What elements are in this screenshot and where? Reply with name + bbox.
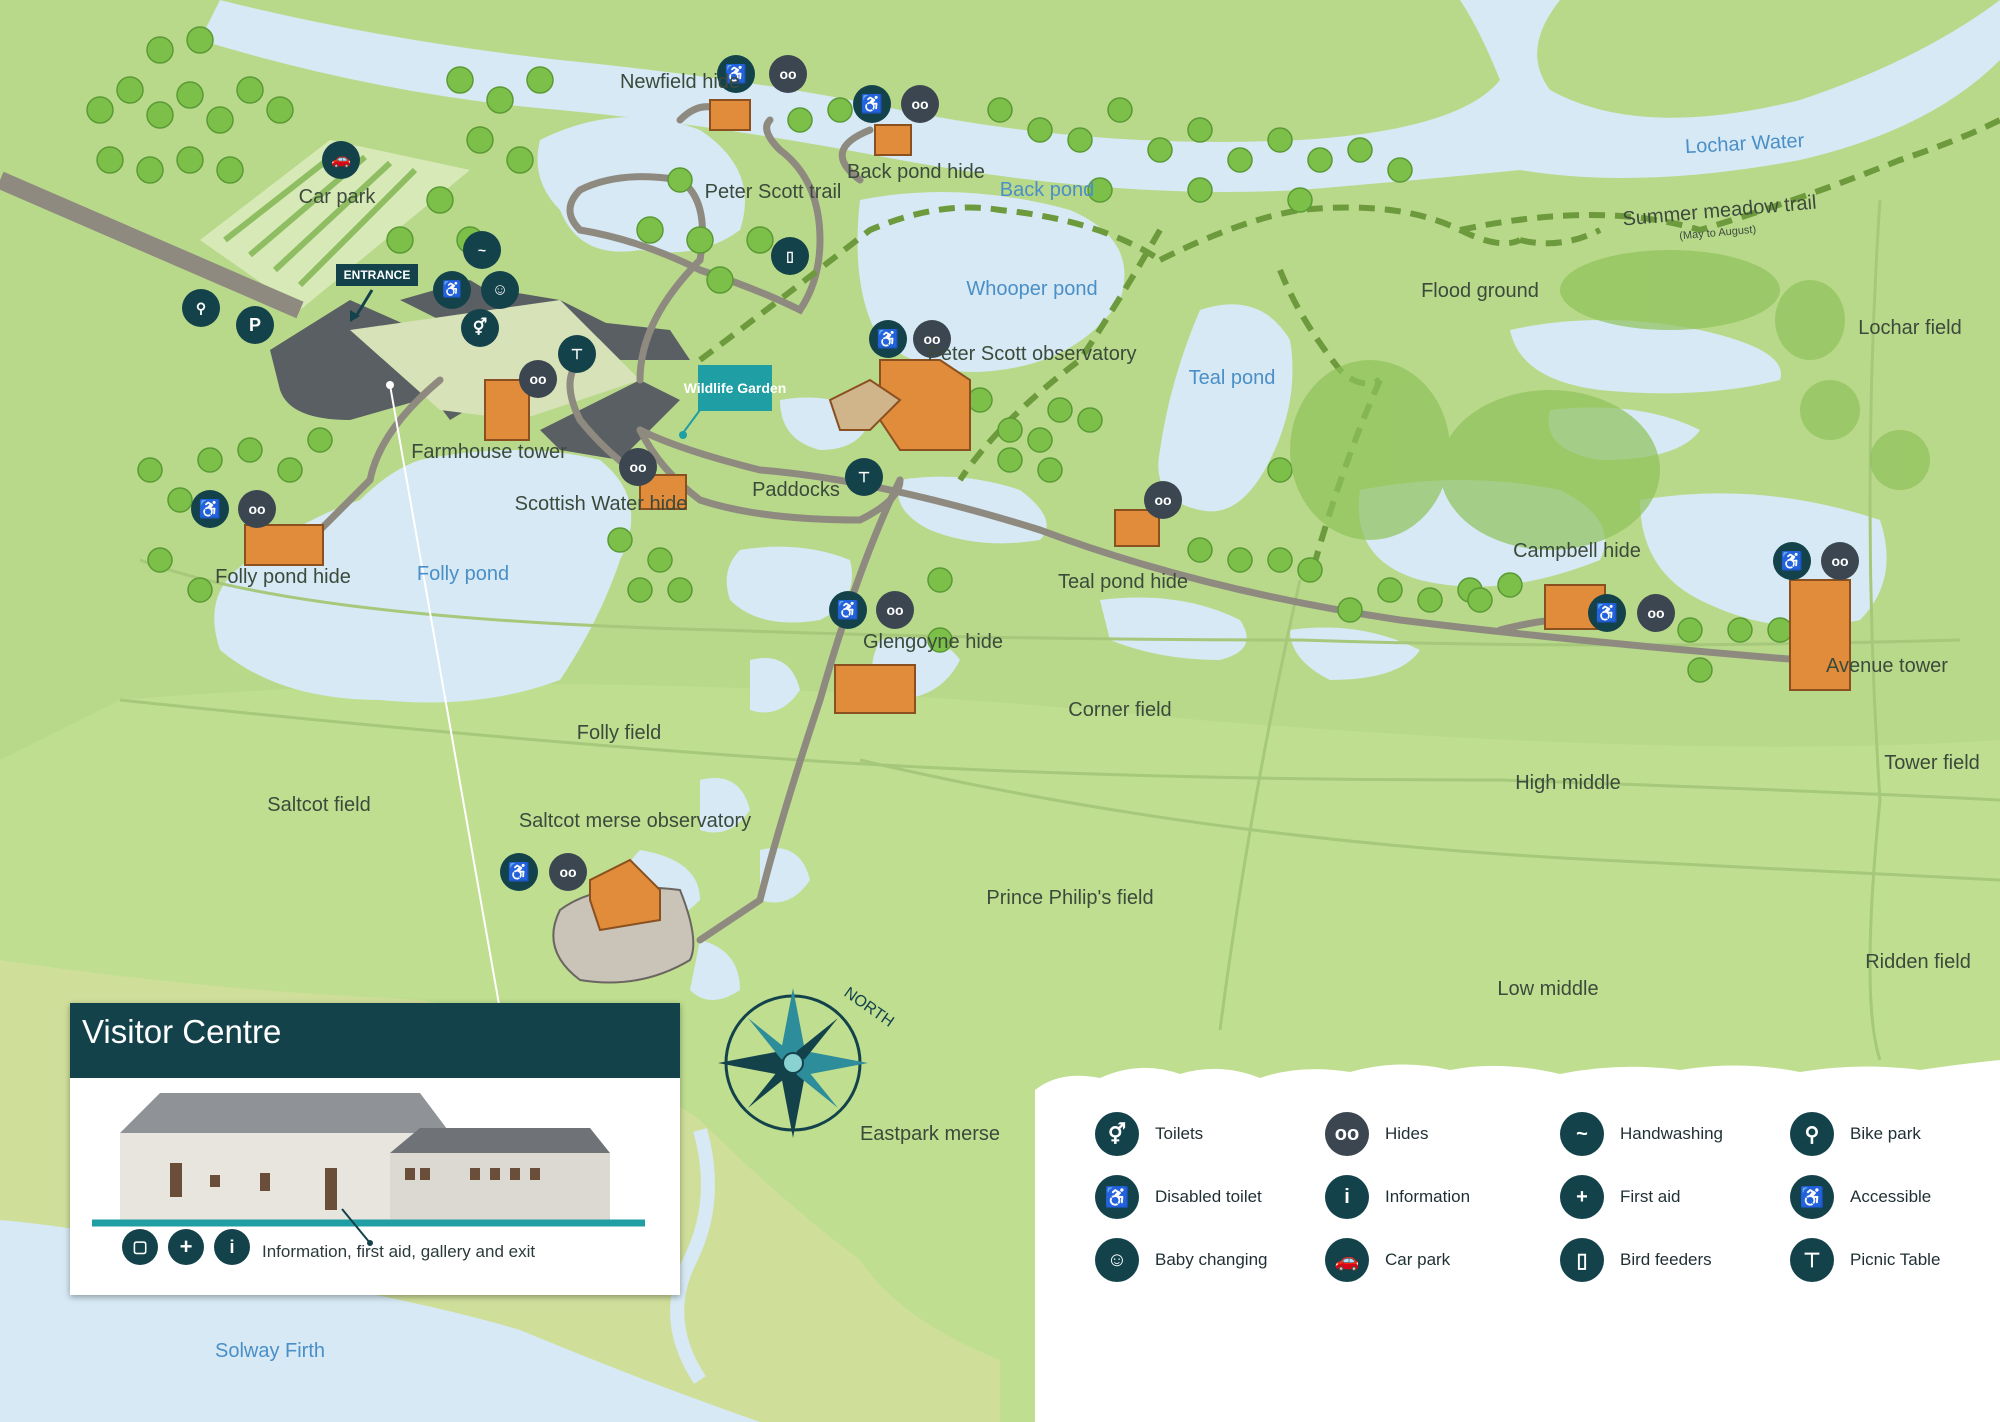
toilets-icon: ⚥ [1095, 1112, 1139, 1156]
visitor-centre-header: Visitor Centre [70, 1003, 680, 1078]
legend-information: i Information [1325, 1173, 1470, 1221]
svg-text:oo: oo [923, 331, 940, 347]
svg-text:oo: oo [248, 501, 265, 517]
svg-text:♿: ♿ [1596, 602, 1618, 623]
svg-text:oo: oo [779, 66, 796, 82]
svg-text:oo: oo [1154, 492, 1171, 508]
tower-field-label: Tower field [1884, 752, 1980, 774]
campbell-hide-label: Campbell hide [1513, 540, 1641, 562]
avenue-tower-label: Avenue tower [1826, 655, 1948, 677]
visitor-centre-icons: ▢ + i [122, 1229, 250, 1265]
back-pond-label: Back pond [1000, 179, 1095, 201]
folly-pond-hide-label: Folly pond hide [215, 566, 351, 588]
paddocks-label: Paddocks [752, 479, 840, 501]
farmhouse-tower-label: Farmhouse tower [411, 441, 567, 463]
svg-text:♿: ♿ [877, 328, 899, 349]
first-aid-icon: + [168, 1229, 204, 1265]
svg-text:♿: ♿ [725, 63, 747, 84]
handwashing-icon: ~ [1560, 1112, 1604, 1156]
svg-text:oo: oo [911, 96, 928, 112]
svg-text:oo: oo [559, 864, 576, 880]
baby-changing-icon: ☺ [1095, 1238, 1139, 1282]
newfield-hide-label: Newfield hide [620, 71, 740, 93]
saltcot-merse-observatory-label: Saltcot merse observatory [519, 810, 751, 832]
teal-pond-hide-label: Teal pond hide [1058, 571, 1188, 593]
car-park-label: Car park [299, 186, 377, 208]
legend-bird-feeders: ▯ Bird feeders [1560, 1236, 1712, 1284]
svg-text:♿: ♿ [442, 280, 462, 299]
corner-field-label: Corner field [1068, 699, 1171, 721]
ridden-field-label: Ridden field [1865, 951, 1971, 973]
visitor-centre-panel: Visitor Centre ▢ + i Information, first … [70, 1003, 680, 1295]
whooper-pond-label: Whooper pond [966, 278, 1097, 300]
bird-feeder-icon: ▯ [1560, 1238, 1604, 1282]
binoculars-icon: oo [1325, 1112, 1369, 1156]
bicycle-icon: ⚲ [1790, 1112, 1834, 1156]
svg-text:♿: ♿ [199, 498, 221, 519]
svg-text:⊤: ⊤ [571, 346, 583, 362]
svg-text:⚲: ⚲ [196, 300, 206, 316]
compass-rose [718, 988, 868, 1138]
eastpark-merse-label: Eastpark merse [860, 1123, 1000, 1145]
visitor-centre-note: Information, first aid, gallery and exit [262, 1242, 536, 1261]
svg-text:⚥: ⚥ [473, 318, 487, 337]
peter-scott-observatory-label: Peter Scott observatory [928, 343, 1137, 365]
visitor-centre-title: Visitor Centre [82, 1013, 282, 1050]
legend-car-park: 🚗 Car park [1325, 1236, 1450, 1284]
glengoyne-hide-label: Glengoyne hide [863, 631, 1003, 653]
svg-text:☺: ☺ [492, 282, 508, 299]
svg-text:▯: ▯ [786, 248, 794, 264]
high-middle-label: High middle [1515, 772, 1621, 794]
svg-text:~: ~ [478, 242, 486, 258]
disabled-toilet-icon: ♿ [1095, 1175, 1139, 1219]
svg-text:♿: ♿ [837, 599, 859, 620]
information-icon: i [214, 1229, 250, 1265]
wheelchair-icon: ♿ [1790, 1175, 1834, 1219]
svg-text:🚗: 🚗 [331, 152, 351, 169]
svg-text:P: P [249, 315, 261, 335]
svg-text:⊤: ⊤ [858, 469, 870, 485]
wildlife-garden-label: Wildlife Garden [684, 380, 787, 396]
legend-toilets: ⚥ Toilets [1095, 1110, 1203, 1158]
folly-pond-label: Folly pond [417, 563, 509, 585]
prince-philips-field-label: Prince Philip's field [986, 887, 1153, 909]
svg-text:oo: oo [529, 371, 546, 387]
entrance-label: ENTRANCE [344, 268, 411, 282]
svg-text:oo: oo [1831, 553, 1848, 569]
map-icons: ♿ oo ♿ oo 🚗 ~ ♿ ☺ ⚥ ⚲ P ⊤ oo ▯ ♿ oo oo ⊤… [182, 55, 1859, 891]
svg-text:oo: oo [886, 602, 903, 618]
low-middle-label: Low middle [1497, 978, 1598, 1000]
place-labels: Newfield hide Car park Peter Scott trail… [215, 71, 1980, 1362]
visitor-centre-illustration [92, 1093, 645, 1246]
legend-bike-park: ⚲ Bike park [1790, 1110, 1921, 1158]
legend-handwashing: ~ Handwashing [1560, 1110, 1723, 1158]
legend-baby-changing: ☺ Baby changing [1095, 1236, 1267, 1284]
solway-firth-label: Solway Firth [215, 1340, 325, 1362]
car-icon: 🚗 [1325, 1238, 1369, 1282]
svg-text:♿: ♿ [861, 93, 883, 114]
saltcot-field-label: Saltcot field [267, 794, 370, 816]
first-aid-icon: + [1560, 1175, 1604, 1219]
legend-first-aid: + First aid [1560, 1173, 1680, 1221]
legend-hides: oo Hides [1325, 1110, 1428, 1158]
svg-text:oo: oo [629, 459, 646, 475]
handwashing-icon: ▢ [122, 1229, 158, 1265]
legend-disabled-toilet: ♿ Disabled toilet [1095, 1173, 1262, 1221]
legend-picnic-table: ⊤ Picnic Table [1790, 1236, 1940, 1284]
legend: ⚥ Toilets oo Hides ~ Handwashing ⚲ Bike … [1035, 1058, 2000, 1422]
scottish-water-hide-label: Scottish Water hide [515, 493, 688, 515]
car-park-area [200, 140, 470, 310]
information-icon: i [1325, 1175, 1369, 1219]
back-pond-hide-label: Back pond hide [847, 161, 985, 183]
teal-pond-label: Teal pond [1189, 367, 1276, 389]
svg-text:♿: ♿ [508, 861, 530, 882]
svg-text:♿: ♿ [1781, 550, 1803, 571]
flood-ground-label: Flood ground [1421, 280, 1539, 302]
peter-scott-trail-label: Peter Scott trail [705, 181, 842, 203]
folly-field-label: Folly field [577, 722, 661, 744]
legend-accessible: ♿ Accessible [1790, 1173, 1931, 1221]
picnic-table-icon: ⊤ [1790, 1238, 1834, 1282]
lochar-field-label: Lochar field [1858, 317, 1961, 339]
svg-text:oo: oo [1647, 605, 1664, 621]
